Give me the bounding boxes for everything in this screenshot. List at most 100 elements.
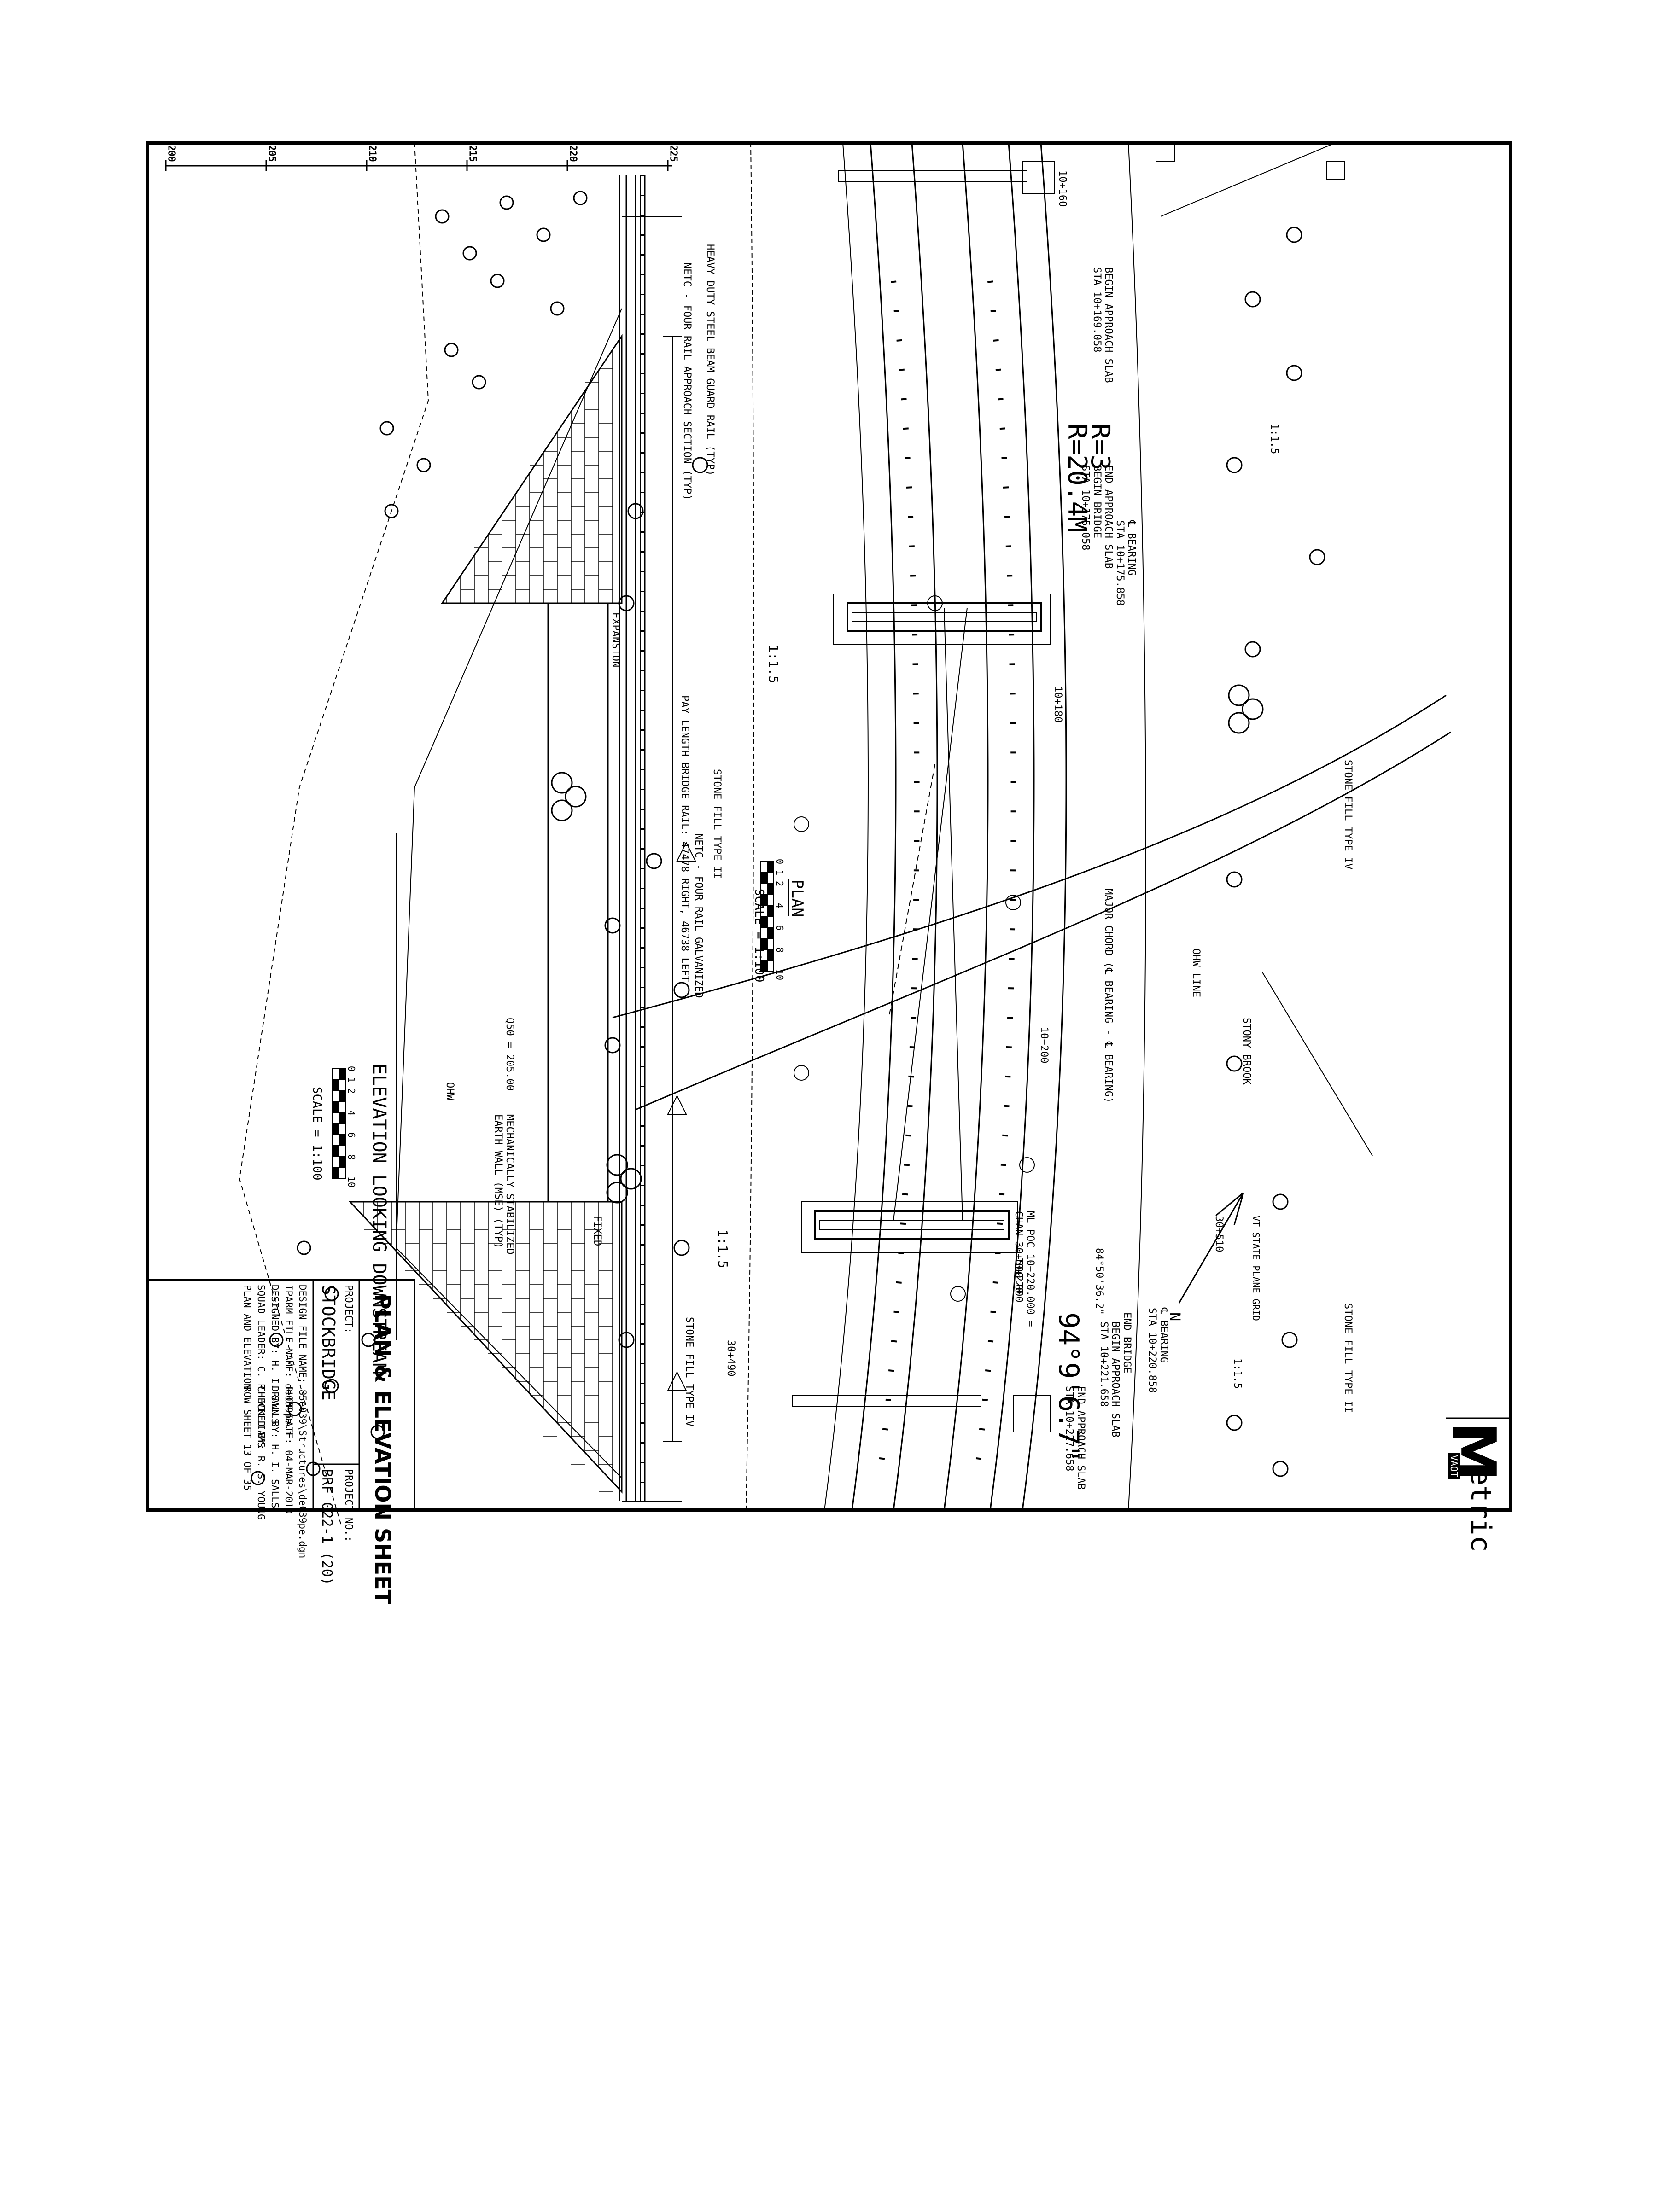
label-ohw: OHW <box>444 1082 455 1100</box>
plan-scale-tick-label: 6 <box>774 925 785 931</box>
squad-leader: SQUAD LEADER: C. P. WILLIAMS <box>256 1285 267 1448</box>
label-slope-3: 1:1.5 <box>1232 1358 1243 1389</box>
label-fixed: FIXED <box>591 1216 603 1246</box>
label-slope-4: 1:1.5 <box>715 1229 730 1268</box>
label-stone-fill-ii-2: STONE FILL TYPE II <box>1342 1303 1354 1413</box>
elevation-scale-segment <box>332 1112 339 1124</box>
project-label: PROJECT: <box>343 1285 354 1333</box>
label-vt-grid: VT STATE PLANE GRID <box>1250 1216 1261 1321</box>
elevation-scale-segment <box>339 1145 346 1157</box>
metric-logo: M VAOT etric <box>1439 1417 1511 1552</box>
checked-by: CHECKED BY: R. S. YOUNG <box>256 1386 267 1520</box>
plan-scale-segment <box>767 960 774 972</box>
elevation-axis-label: 205 <box>267 145 278 162</box>
elevation-scale-tick-label: 8 <box>346 1154 357 1160</box>
plan-scale-tick-label: 2 <box>774 881 785 886</box>
plan-scale-segment <box>760 872 768 884</box>
label-bearing-1: ℄ BEARING <box>1126 520 1137 576</box>
label-major-chord: MAJOR CHORD (℄ BEARING - ℄ BEARING) <box>1103 889 1114 1103</box>
elevation-scale-segment <box>339 1068 346 1080</box>
title-block: PLAN & ELEVATION SHEET PROJECT: STOCKBRI… <box>146 1279 415 1605</box>
label-sta-10-160: 10+160 <box>1057 170 1068 207</box>
label-end-approach-slab-2: END APPROACH SLAB <box>1075 1386 1086 1490</box>
label-stone-fill-iv-2: STONE FILL TYPE IV <box>683 1317 695 1426</box>
label-expansion: EXPANSION <box>610 612 621 667</box>
plan-scale-segment <box>767 883 774 895</box>
vaot-badge <box>1448 1453 1460 1479</box>
label-netc-galv: NETC - FOUR RAIL GALVANIZED <box>693 833 704 998</box>
elevation-scale-label: SCALE = 1:100 <box>310 1087 324 1181</box>
elevation-scale-segment <box>332 1079 339 1091</box>
label-sta-30-490: 30+490 <box>725 1340 736 1376</box>
label-end-approach-slab-2-sta: STA 10+227.658 <box>1063 1386 1075 1471</box>
label-begin-bridge-sta: STA 10+175.058 <box>1080 465 1091 550</box>
label-q50: Q50 = 205.00 <box>504 1018 515 1091</box>
label-bearing-2-sta: STA 10+220.858 <box>1146 1308 1158 1393</box>
label-radius-partial: R=3 <box>1085 424 1115 470</box>
plan-scale-label: SCALE = 1:100 <box>752 889 766 983</box>
label-bearing-1-sta: STA 10+175.858 <box>1114 520 1126 605</box>
mse-hatch <box>363 349 613 1492</box>
plan-scale-segment <box>760 861 768 873</box>
label-sta-10-220: 10+220 <box>1013 1257 1024 1293</box>
label-stony-brook: STONY BROOK <box>1241 1018 1252 1085</box>
elevation-scale-tick-label: 4 <box>346 1110 357 1116</box>
plan-labels: BEGIN APPROACH SLAB STA 10+169.058 ℄ BEA… <box>683 170 1354 1490</box>
plan-scale-segment <box>767 949 774 961</box>
label-sta-30-510: 30+510 <box>1213 1216 1225 1252</box>
plan-scale-tick-label: 4 <box>774 903 785 908</box>
plan-scale-tick-label: 10 <box>774 969 785 980</box>
elevation-axis-label: 225 <box>668 145 679 162</box>
plan-scale-segment <box>767 894 774 906</box>
plan-scale-tick-label: 1 <box>774 870 785 875</box>
elevation-scale-segment <box>339 1123 346 1135</box>
sheet-title: PLAN & ELEVATION SHEET <box>370 1294 395 1605</box>
project-no-label: PROJECT NO.: <box>343 1469 354 1542</box>
label-slope-2: 1:1.5 <box>766 645 781 683</box>
elevation-scale-segment <box>339 1156 346 1168</box>
design-file: DESIGN FILE NAME: 85e039\Structures\de03… <box>297 1285 308 1558</box>
sheet-description: PLAN AND ELEVATION <box>242 1285 253 1390</box>
label-mse-2: EARTH WALL (MSE) (TYP) <box>492 1114 504 1248</box>
elevation-scale-segment <box>332 1156 339 1168</box>
label-bearing-2: ℄ BEARING <box>1158 1307 1169 1363</box>
elevation-scale-segment <box>339 1079 346 1091</box>
metric-logo-text: etric <box>1465 1469 1497 1552</box>
elevation-scale-tick-label: 2 <box>346 1088 357 1094</box>
elevation-scale-tick-label: 6 <box>346 1132 357 1138</box>
elevation-scale-segment <box>339 1090 346 1102</box>
plan-scale-segment <box>767 916 774 928</box>
elevation-scale-segment <box>332 1167 339 1179</box>
elevation-stone-fill <box>251 191 588 1485</box>
elevation-scale-segment <box>332 1123 339 1135</box>
plan-scale-tick-label: 8 <box>774 947 785 953</box>
sheet-border <box>146 141 1512 1512</box>
label-angle-small: 84°50'36.2" <box>1093 1248 1105 1315</box>
label-begin-approach-slab-sta: STA 10+169.058 <box>1091 267 1103 352</box>
plan-scale-segment <box>767 905 774 917</box>
sheet-number: ROW SHEET 13 OF 35 <box>242 1386 253 1491</box>
label-slope-1: 1:1.5 <box>1268 424 1280 454</box>
elevation-scale-segment <box>332 1101 339 1113</box>
label-end-bridge: END BRIDGE <box>1121 1312 1133 1373</box>
label-stone-fill-iv-1: STONE FILL TYPE IV <box>1342 760 1354 869</box>
plan-scale-segment <box>760 960 768 972</box>
label-sta-10-200: 10+200 <box>1038 1027 1050 1063</box>
elevation-scale-segment <box>339 1167 346 1179</box>
label-north: N <box>1166 1312 1184 1321</box>
elevation-scale-tick-label: 1 <box>346 1077 357 1083</box>
label-ohw-line: OHW LINE <box>1190 949 1202 997</box>
label-ml-poc: ML POC 10+220.000 = <box>1024 1211 1036 1327</box>
label-skew-angle: 94°9'6.7" <box>1052 1312 1085 1462</box>
drawn-by: DRAWN BY: H. I. SALLS <box>269 1386 280 1508</box>
label-netc-approach: NETC - FOUR RAIL APPROACH SECTION (TYP) <box>681 262 693 501</box>
label-sta-10-180: 10+180 <box>1052 686 1063 722</box>
label-begin-approach-slab: BEGIN APPROACH SLAB <box>1103 267 1114 383</box>
elevation-scale-segment <box>332 1145 339 1157</box>
